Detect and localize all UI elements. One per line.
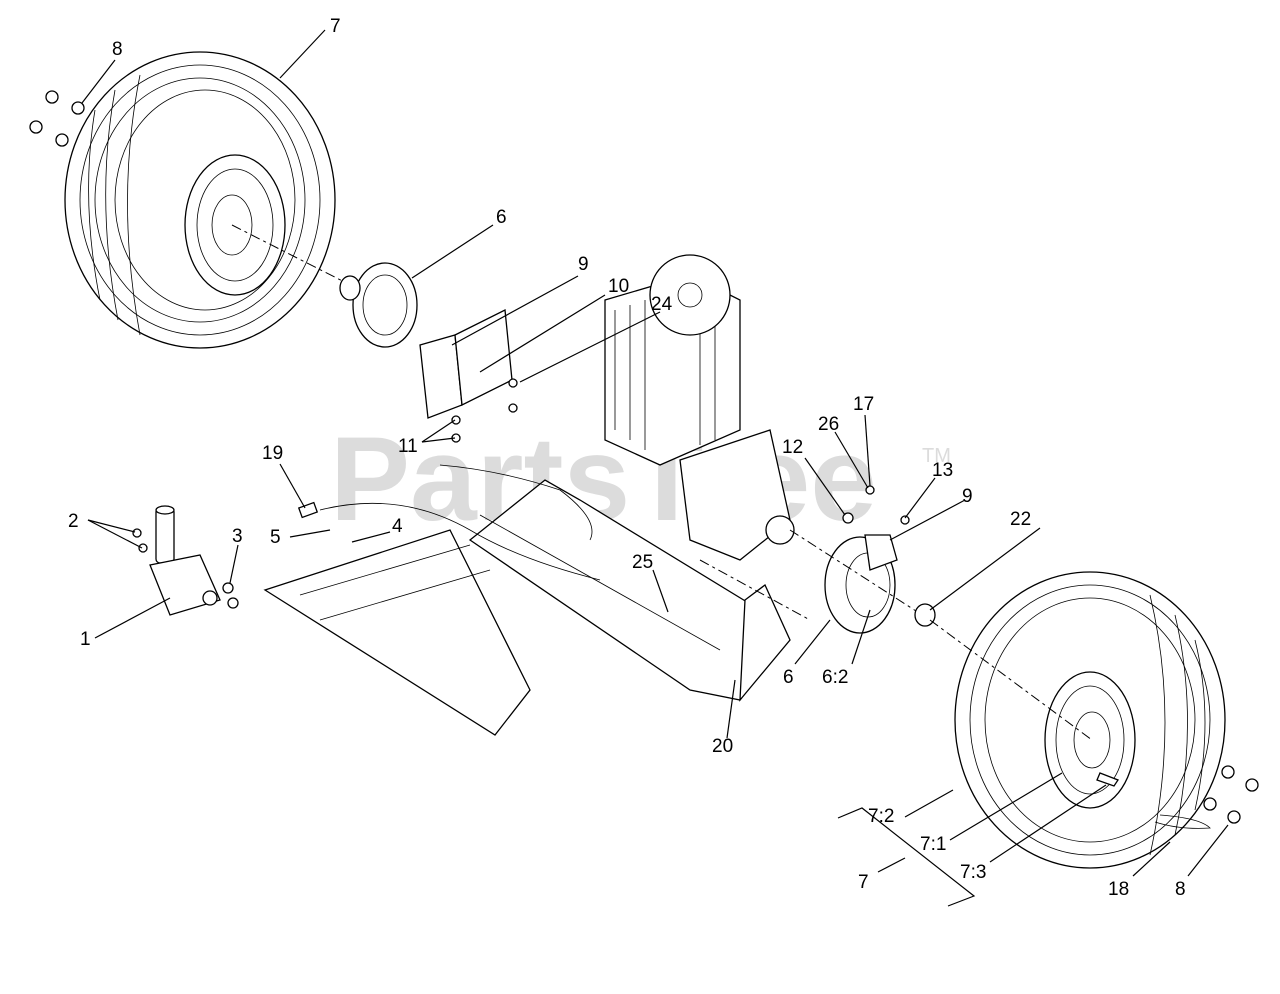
callout-4: 4 (392, 516, 403, 537)
callout-3: 3 (232, 526, 243, 547)
hub-nut (914, 603, 936, 627)
watermark-trademark: TM (922, 445, 951, 467)
callout-9-top: 9 (578, 254, 589, 275)
lug-nuts-bottom-right (1203, 765, 1259, 824)
lever-assembly (132, 505, 239, 616)
brake-drum-top (339, 262, 418, 348)
callout-12: 12 (782, 437, 803, 458)
wheel-bottom-right (954, 571, 1226, 869)
lug-nuts-top-left (29, 90, 85, 147)
callout-9-right: 9 (962, 486, 973, 507)
callout-labels: 7 8 6 9 10 24 11 19 2 3 5 4 1 25 20 12 2… (68, 16, 1186, 900)
callout-7-3: 7:3 (960, 862, 986, 883)
callout-17: 17 (853, 394, 874, 415)
callout-26: 26 (818, 414, 839, 435)
right-hub (824, 485, 910, 634)
callout-6-top: 6 (496, 207, 507, 228)
callout-2: 2 (68, 511, 79, 532)
brake-bracket (419, 308, 518, 443)
callout-6-right: 6 (783, 667, 794, 688)
callout-1: 1 (80, 629, 91, 650)
callout-7-bottom: 7 (858, 872, 869, 893)
leader-lines (81, 29, 1229, 907)
wheel-top-left (64, 51, 336, 349)
callout-10: 10 (608, 276, 629, 297)
callout-6-2: 6:2 (822, 667, 848, 688)
callout-19: 19 (262, 443, 283, 464)
callout-8-top: 8 (112, 39, 123, 60)
callout-11: 11 (398, 436, 418, 457)
callout-25: 25 (632, 552, 653, 573)
callout-7-2: 7:2 (868, 806, 894, 827)
callout-24: 24 (651, 294, 673, 315)
callout-7-top: 7 (330, 16, 341, 37)
callout-7-1: 7:1 (920, 834, 946, 855)
callout-13: 13 (932, 460, 953, 481)
callout-22: 22 (1010, 509, 1031, 530)
callout-8-bottom: 8 (1175, 879, 1186, 900)
callout-5: 5 (270, 527, 281, 548)
callout-18: 18 (1108, 879, 1129, 900)
callout-20: 20 (712, 736, 733, 757)
frame-chassis (263, 479, 791, 736)
